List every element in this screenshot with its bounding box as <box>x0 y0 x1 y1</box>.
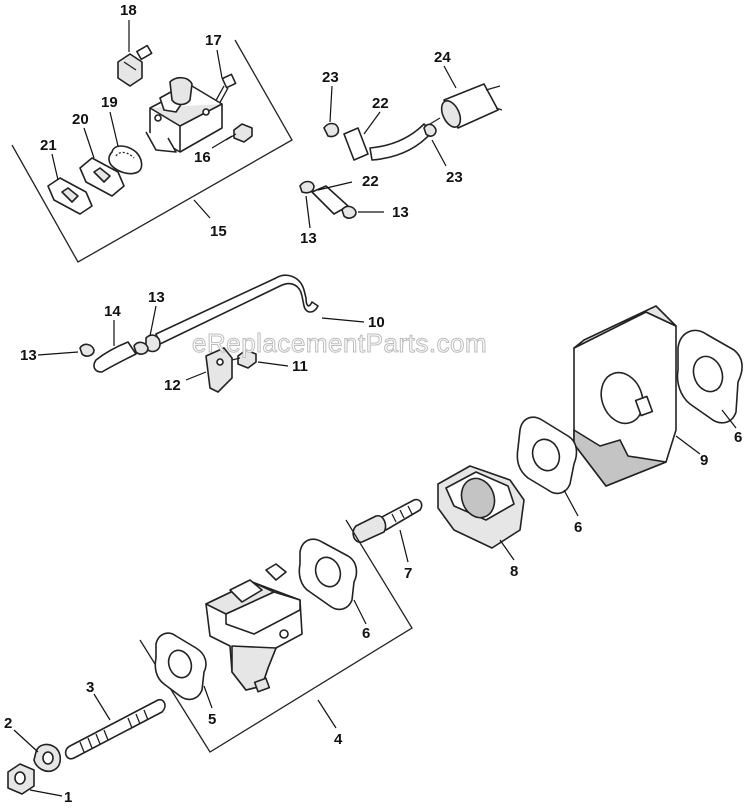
part-13-clamp-d[interactable] <box>79 343 95 357</box>
part-13-clamp-a[interactable] <box>299 180 315 194</box>
part-22-hose-upper[interactable] <box>343 123 433 161</box>
callout-13-lower: 13 <box>300 230 317 247</box>
part-18-elbow-fitting[interactable] <box>117 44 153 87</box>
part-17-screw[interactable] <box>213 73 237 107</box>
part-6-gasket-carburetor[interactable] <box>298 538 358 611</box>
callout-labels: 18 17 20 19 21 16 15 23 24 22 23 22 13 1… <box>4 2 742 806</box>
callout-18: 18 <box>120 2 137 19</box>
part-5-gasket-carburetor[interactable] <box>154 632 207 701</box>
callout-11: 11 <box>292 358 308 375</box>
callout-13-right: 13 <box>392 204 409 221</box>
part-13-clamp-c[interactable] <box>145 334 161 353</box>
carburetor-body[interactable] <box>205 563 303 693</box>
part-23-clamp-upper-right[interactable] <box>423 123 437 137</box>
part-8-adapter[interactable] <box>437 465 525 549</box>
mounting-hardware-group <box>7 698 166 795</box>
callout-10: 10 <box>368 314 385 331</box>
part-24-fuel-filter[interactable] <box>429 83 503 130</box>
part-20-gasket[interactable] <box>79 157 125 197</box>
part-7-bolt[interactable] <box>352 498 423 543</box>
callout-17: 17 <box>205 32 222 49</box>
part-16-bolt[interactable] <box>225 123 253 143</box>
group-bracket-15 <box>11 39 293 263</box>
callout-24: 24 <box>434 49 451 66</box>
part-9-carburetor-spacer[interactable] <box>573 305 677 487</box>
leader-lines <box>13 20 737 797</box>
callout-16: 16 <box>194 149 211 166</box>
watermark-text: eReplacementParts.com <box>192 328 487 358</box>
part-23-clamp-upper-left[interactable] <box>323 122 340 138</box>
part-21-gasket[interactable] <box>47 177 93 215</box>
callout-2: 2 <box>4 715 12 732</box>
spacer-group <box>352 305 743 549</box>
callout-22-lower: 22 <box>362 173 379 190</box>
part-12-bracket[interactable] <box>205 347 233 393</box>
part-11-screw[interactable] <box>231 349 257 369</box>
carburetor-group <box>139 519 413 753</box>
callout-6-carburetor: 6 <box>362 625 370 642</box>
callout-14: 14 <box>104 303 121 320</box>
callout-7: 7 <box>404 565 412 582</box>
callout-15: 15 <box>210 223 227 240</box>
callout-4: 4 <box>334 731 343 748</box>
part-14-hose[interactable] <box>93 341 137 373</box>
callout-21: 21 <box>40 137 57 154</box>
callout-13-left: 13 <box>20 347 37 364</box>
callout-20: 20 <box>72 111 89 128</box>
callout-1: 1 <box>64 789 72 806</box>
callout-23-upper-left: 23 <box>322 69 339 86</box>
callout-12: 12 <box>164 377 181 394</box>
part-2-lock-washer[interactable] <box>33 743 62 773</box>
part-13-clamp-b[interactable] <box>341 205 357 219</box>
fuel-pump-body[interactable] <box>145 76 223 153</box>
fuel-pump-assembly-group <box>11 39 293 263</box>
callout-23-upper-right: 23 <box>446 169 463 186</box>
callout-3: 3 <box>86 679 94 696</box>
part-3-stud[interactable] <box>64 698 166 760</box>
callout-22-upper: 22 <box>372 95 389 112</box>
part-6-gasket-middle[interactable] <box>516 416 578 495</box>
part-6-gasket-right[interactable] <box>676 329 743 424</box>
fuel-filter-lines-group <box>299 83 503 219</box>
callout-6-middle: 6 <box>574 519 582 536</box>
callout-5: 5 <box>208 711 216 728</box>
callout-9: 9 <box>700 452 708 469</box>
part-19-diaphragm[interactable] <box>108 145 143 175</box>
part-13-clamp-e[interactable] <box>133 341 149 355</box>
fuel-line-group <box>79 274 319 393</box>
group-bracket-4 <box>139 519 413 753</box>
part-1-nut[interactable] <box>7 763 35 795</box>
callout-19: 19 <box>101 94 118 111</box>
callout-8: 8 <box>510 563 518 580</box>
callout-13-middle: 13 <box>148 289 165 306</box>
callout-6-right: 6 <box>734 429 742 446</box>
part-10-fuel-line[interactable] <box>155 274 319 345</box>
